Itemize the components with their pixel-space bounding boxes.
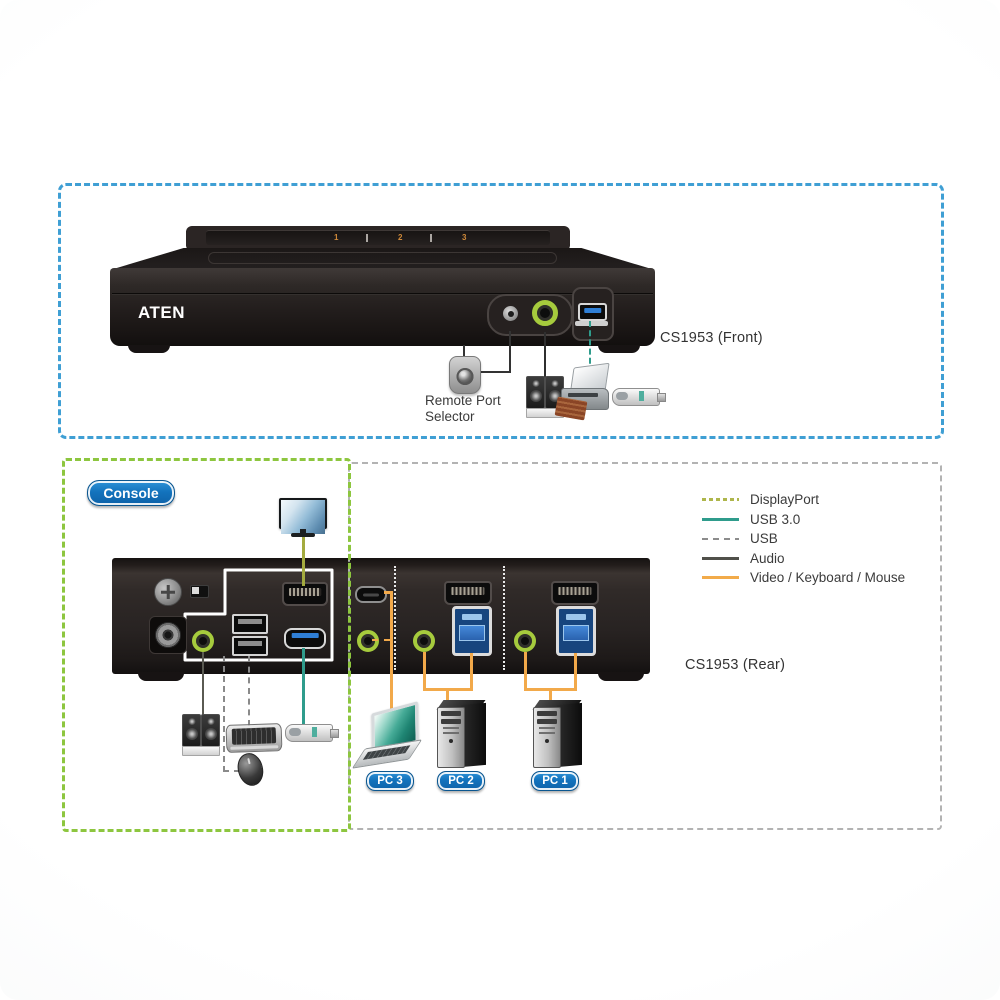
remote-port-selector-jack — [503, 306, 518, 321]
front-device-label: CS1953 (Front) — [660, 330, 763, 346]
front-usb3-cable — [589, 321, 591, 373]
remote-selector-button-stem — [463, 345, 465, 358]
port-number-2: 2 — [398, 233, 403, 242]
legend: DisplayPort USB 3.0 USB Audio Video / Ke… — [702, 490, 938, 588]
usb-flash-drive-icon — [285, 724, 339, 742]
audio-cable — [202, 652, 204, 718]
pc1-audio-jack — [514, 630, 536, 652]
displayport-line-sample — [702, 498, 739, 502]
console-ports-outline — [183, 568, 334, 662]
front-device-foot — [128, 345, 170, 353]
port-number-1: 1 — [334, 233, 339, 242]
dc-power-jack — [149, 616, 187, 654]
pc1-usb-cable — [574, 653, 577, 690]
front-device-seam — [112, 293, 653, 294]
pc3-badge: PC 3 — [366, 771, 414, 791]
audio-line-sample — [702, 557, 739, 560]
pc3-audio-link — [372, 639, 390, 641]
console-usb-ports — [232, 614, 268, 658]
pc2-usb-b-port — [452, 606, 492, 656]
pc1-audio-cable — [524, 652, 527, 690]
pc3-cable — [390, 591, 393, 711]
laptop-icon — [351, 701, 423, 769]
pc2-displayport-port — [444, 581, 492, 605]
legend-item-usb: USB — [702, 529, 938, 549]
keyboard-icon — [225, 723, 283, 753]
console-usb3-port — [284, 628, 326, 649]
port-number-3: 3 — [462, 233, 467, 242]
rear-device-foot — [138, 672, 184, 681]
console-displayport-port — [282, 582, 328, 606]
pc3-cable — [384, 591, 393, 594]
front-device-top-surface — [110, 248, 655, 270]
desktop-tower-icon — [436, 700, 486, 768]
button-divider — [366, 234, 368, 242]
legend-item-usb3: USB 3.0 — [702, 510, 938, 530]
usb-mouse-cable — [223, 656, 225, 772]
speakers-icon — [526, 376, 564, 418]
pc1-cable-join — [524, 688, 577, 691]
remote-selector-cable — [509, 331, 511, 373]
front-usb3-port-bracket — [575, 321, 608, 326]
mouse-icon — [234, 750, 267, 789]
port-group-separator — [394, 566, 396, 670]
grounding-screw — [154, 578, 182, 606]
speakers-icon — [182, 714, 220, 756]
power-switch — [190, 585, 209, 598]
front-usb3-port — [578, 303, 607, 321]
pc1-displayport-port — [551, 581, 599, 605]
remote-port-selector-icon — [449, 356, 481, 394]
port-group-separator — [503, 566, 505, 670]
usb3-line-sample — [702, 518, 739, 521]
remote-selector-cable — [481, 371, 511, 373]
usb-mouse-cable — [223, 770, 240, 772]
port-selection-pushbuttons: 1 2 3 — [206, 230, 550, 245]
displayport-cable — [302, 536, 305, 586]
usb-a-port — [232, 614, 268, 634]
usb-flash-drive-icon — [612, 388, 666, 406]
front-device-foot — [598, 345, 640, 353]
usb3-cable — [302, 648, 305, 728]
button-divider — [430, 234, 432, 242]
legend-item-audio: Audio — [702, 549, 938, 569]
desktop-tower-icon — [532, 700, 582, 768]
remote-port-selector-label: Remote Port Selector — [425, 393, 501, 424]
pc2-badge: PC 2 — [437, 771, 485, 791]
front-audio-panel — [487, 294, 573, 336]
pc1-badge: PC 1 — [531, 771, 579, 791]
console-audio-jack — [192, 630, 214, 652]
pc2-audio-cable — [423, 652, 426, 690]
usb-a-port — [232, 636, 268, 656]
pc2-audio-jack — [413, 630, 435, 652]
aten-logo: ATEN — [138, 303, 186, 322]
usb-keyboard-cable — [248, 656, 250, 726]
pc3-audio-jack — [357, 630, 379, 652]
legend-item-displayport: DisplayPort — [702, 490, 938, 510]
legend-item-vkm: Video / Keyboard / Mouse — [702, 568, 938, 588]
pc3-usb-c-port — [355, 586, 387, 603]
pc1-usb-b-port — [556, 606, 596, 656]
rear-device-foot — [598, 672, 644, 681]
front-device-top-panel: 1 2 3 — [186, 226, 570, 250]
pc2-cable-join — [423, 688, 473, 691]
printer-icon — [554, 362, 612, 421]
console-badge: Console — [87, 480, 175, 506]
rear-device-label: CS1953 (Rear) — [685, 657, 786, 673]
video-keyboard-mouse-line-sample — [702, 576, 739, 580]
monitor-icon — [279, 498, 327, 538]
pc2-usb-cable — [470, 653, 473, 690]
usb-line-sample — [702, 537, 739, 540]
front-audio-cable — [544, 332, 546, 378]
front-audio-jack — [532, 300, 558, 326]
